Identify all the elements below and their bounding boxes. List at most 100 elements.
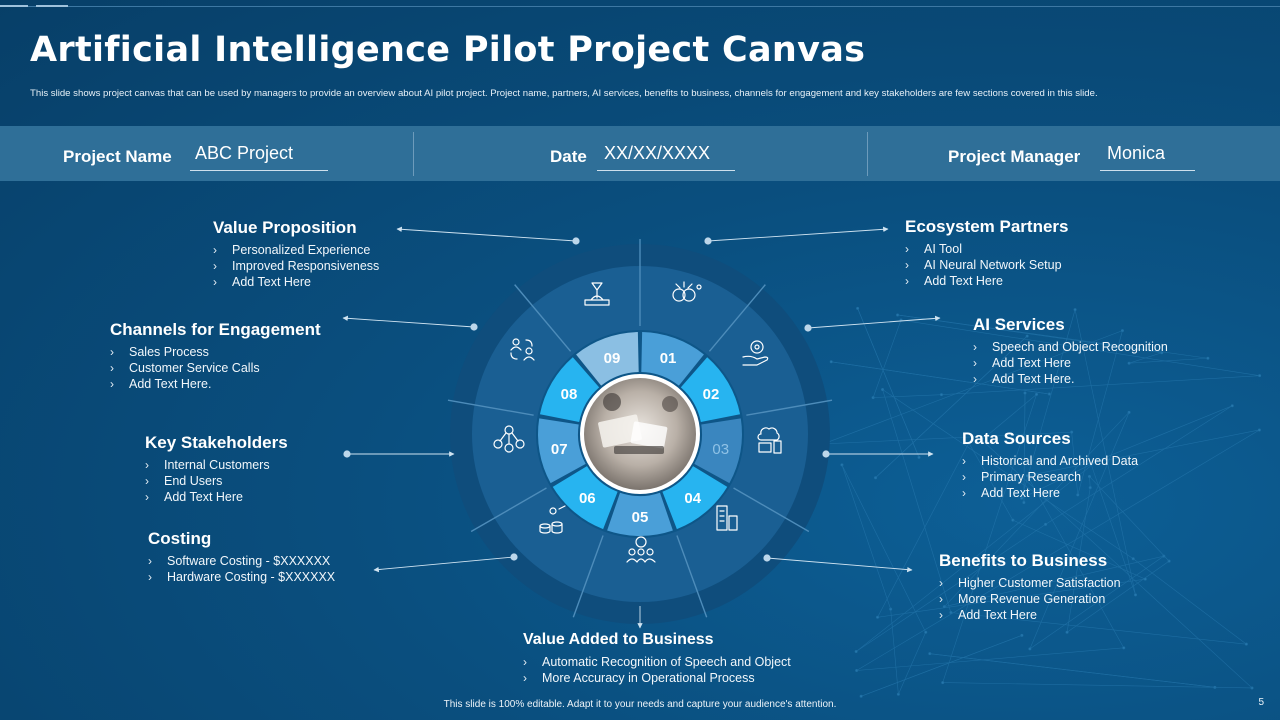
network-line [831,361,1050,395]
cloud-devices-icon [757,427,782,454]
project-name-value[interactable]: ABC Project [195,143,294,163]
bullet-list: ›Historical and Archived Data›Primary Re… [962,453,1138,501]
sector-divider [746,399,833,416]
chevron-right-icon: › [110,361,114,375]
chevron-right-icon: › [973,340,977,354]
network-line [823,431,1072,445]
segment-label: 03 [712,441,729,458]
connector-arrow [342,315,478,331]
network-node [980,438,984,442]
list-item-text: More Revenue Generation [958,592,1106,606]
network-line [1089,476,1091,488]
chevron-right-icon: › [148,554,152,568]
network-line [1066,487,1091,633]
section-benefits-to-business: Benefits to Business ›Higher Customer Sa… [939,551,1121,623]
section-value-added-to-business: Value Added to Business ›Automatic Recog… [523,631,791,686]
list-item: ›Higher Customer Satisfaction [939,575,1121,591]
list-item: ›Automatic Recognition of Speech and Obj… [523,654,791,670]
list-item: ›Add Text Here. [973,371,1168,387]
sector-divider [708,284,766,352]
center-photo-detail [598,393,678,454]
network-line [882,389,952,613]
network-line [1129,357,1208,364]
bullet-list: ›AI Tool›AI Neural Network Setup›Add Tex… [905,241,1068,289]
section-title: Ecosystem Partners [905,217,1069,236]
list-item-text: AI Tool [924,242,962,256]
network-node [1023,391,1027,395]
network-node [941,681,945,685]
network-line [942,394,1037,683]
list-item: › Speech and Object Recognition [973,339,1168,355]
network-node [1122,646,1126,650]
list-item-text: Customer Service Calls [129,361,260,375]
segment-09 [576,332,639,386]
list-item: ›Primary Research [962,469,1138,485]
network-line [981,439,1253,689]
network-line [856,647,1124,671]
network-line [1077,330,1123,495]
connector-arrow [763,554,913,573]
network-node [876,615,880,619]
network-node [967,441,971,445]
network-line [1027,475,1125,648]
divider [867,132,868,176]
network-line [1027,429,1260,477]
network-line [898,632,926,695]
date-value[interactable]: XX/XX/XXXX [604,143,711,163]
list-item: ›Add Text Here [973,355,1168,371]
network-line [841,464,891,610]
bullet-list: › Personalized Experience›Improved Respon… [213,242,379,290]
list-item-text: Primary Research [981,470,1082,484]
network-line [944,412,1130,607]
list-item: › Personalized Experience [213,242,379,258]
network-line [861,635,1022,697]
segment-label: 01 [660,350,677,367]
network-node [1230,404,1234,408]
chevron-right-icon: › [145,490,149,504]
list-item: ›End Users [145,473,288,489]
section-title: Data Sources [962,429,1071,448]
divider [413,132,414,176]
bullet-list: ›Speech and Object Recognition›Add Text … [973,339,1168,387]
list-item: › Customer Service Calls [110,360,321,376]
network-line [873,394,942,398]
bullet-list: ›Software Costing - $XXXXXX›Hardware Cos… [148,553,335,585]
chevron-right-icon: › [148,570,152,584]
page-title: Artificial Intelligence Pilot Project Ca… [30,30,866,70]
chevron-right-icon: › [145,458,149,472]
segment-08 [539,357,600,422]
chevron-right-icon: › [110,345,114,359]
connector-arrow [396,226,580,245]
list-item-text: Add Text Here [992,356,1071,370]
network-line [1097,405,1233,461]
chevron-right-icon: › [213,243,217,257]
network-line [1021,464,1092,499]
network-line [882,389,1134,560]
people-exchange-icon [510,338,535,361]
list-item-text: Speech and Object Recognition [992,340,1168,354]
list-item-text: Personalized Experience [232,243,371,257]
list-item-text: Internal Customers [164,458,270,472]
date-underline [597,170,735,171]
list-item-text: Software Costing - $XXXXXX [167,554,331,568]
segment-06 [552,466,618,530]
segment-07 [538,418,586,484]
list-item-text: Improved Responsiveness [232,259,380,273]
team-gear-icon [626,536,656,563]
network-line [1045,405,1233,525]
sector-divider [447,399,534,416]
network-node [854,650,858,654]
network-line [941,375,1260,395]
list-item: ›AI Neural Network Setup [905,257,1068,273]
list-item: ›Improved Responsiveness [213,258,379,274]
segment-05 [607,492,673,536]
network-line [877,442,970,618]
network-line [981,394,1037,441]
section-data-sources: Data Sources ›Historical and Archived Da… [962,429,1138,501]
project-manager-value[interactable]: Monica [1107,143,1166,163]
list-item: ›AI Tool [905,241,1068,257]
network-line [1029,412,1130,650]
list-item: › Internal Customers [145,457,288,473]
list-item: ›More Revenue Generation [939,591,1121,607]
list-item-text: More Accuracy in Operational Process [542,671,755,685]
